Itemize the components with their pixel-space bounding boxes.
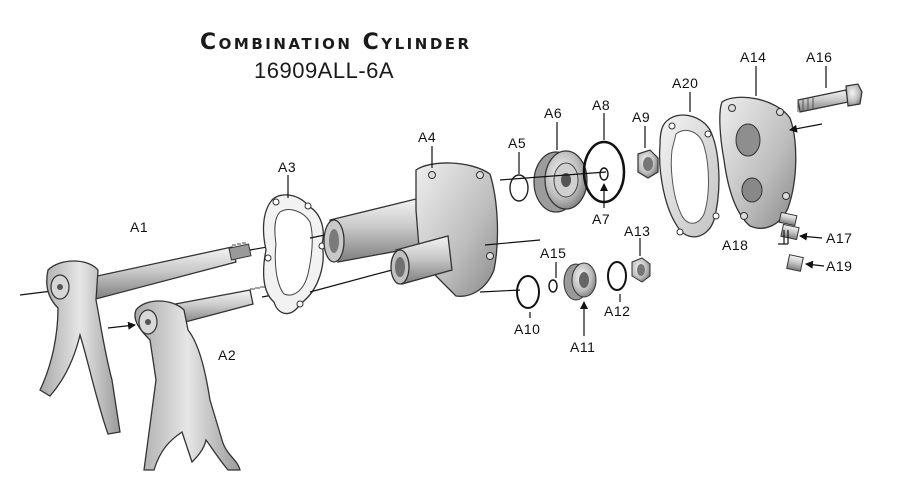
- callout-a11: A11: [570, 339, 595, 355]
- part-a18-fitting: [778, 230, 789, 245]
- part-a3-gasket: [262, 175, 326, 315]
- callout-a2: A2: [218, 347, 236, 363]
- part-a7-inner-seal: [599, 167, 609, 208]
- callout-a19: A19: [826, 258, 852, 274]
- callout-a17: A17: [826, 230, 852, 246]
- part-a5-o-ring: [509, 152, 529, 202]
- callout-a15: A15: [540, 245, 566, 261]
- part-a12-o-ring: [607, 261, 627, 302]
- callout-a16: A16: [806, 49, 832, 65]
- callout-a8: A8: [592, 97, 610, 113]
- callout-a12: A12: [604, 303, 630, 319]
- callout-a10: A10: [514, 321, 540, 337]
- callout-a18: A18: [722, 237, 748, 253]
- part-a13-nut: [631, 238, 651, 283]
- part-a15-small-ring: [548, 262, 558, 293]
- callout-a20: A20: [672, 75, 698, 91]
- callout-a13: A13: [624, 223, 650, 239]
- part-a2-shift-fork-rod: [107, 286, 301, 471]
- callout-a1: A1: [130, 219, 148, 235]
- callout-a3: A3: [278, 159, 296, 175]
- part-a6-piston: [499, 122, 607, 213]
- part-a17-fitting: [778, 211, 823, 241]
- part-number: 16909ALL-6A: [254, 58, 395, 83]
- part-a1-shift-fork-rod: [19, 240, 291, 435]
- diagram-title: Combination Cylinder: [200, 30, 472, 55]
- part-a11-piston: [563, 262, 597, 336]
- callout-a14: A14: [740, 49, 766, 65]
- callout-a5: A5: [508, 135, 526, 151]
- part-a4-cylinder-housing: [309, 146, 541, 297]
- part-a10-o-ring: [479, 275, 540, 318]
- callout-a9: A9: [632, 109, 650, 125]
- part-a16-bolt: [797, 66, 863, 113]
- callout-a4: A4: [418, 129, 436, 145]
- callout-a6: A6: [544, 105, 562, 121]
- callout-a7: A7: [592, 211, 610, 227]
- part-a19-plug: [786, 254, 825, 272]
- part-a14-end-cap: [719, 66, 823, 229]
- part-a20-end-gasket: [658, 92, 720, 238]
